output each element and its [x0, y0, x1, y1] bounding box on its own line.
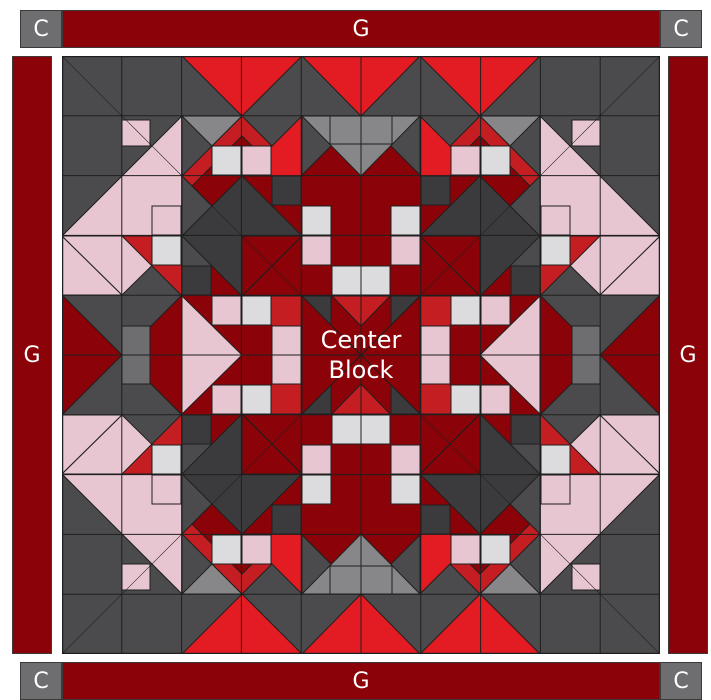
charcoal-square: [272, 176, 301, 205]
pink-corner-square: [122, 564, 150, 590]
charcoal-square: [182, 266, 211, 295]
corner-label: C: [33, 669, 48, 694]
corner-block-top-left: C: [20, 10, 62, 48]
gray-square: [361, 116, 392, 144]
corner-block-bottom-left: C: [20, 662, 62, 700]
pink-square: [391, 445, 420, 474]
light-gray-square: [212, 535, 241, 564]
corner-label: C: [673, 17, 688, 42]
gray-square: [361, 566, 392, 594]
pink-square: [212, 385, 241, 414]
light-gray-square: [212, 146, 241, 175]
pink-corner-square: [572, 564, 600, 590]
corner-block-bottom-right: C: [660, 662, 702, 700]
gray-column: [572, 326, 600, 355]
border-label: G: [23, 343, 40, 368]
light-gray-square: [541, 445, 570, 474]
pink-square: [481, 385, 510, 414]
pink-square: [421, 355, 450, 384]
center-block-diagram: [62, 56, 660, 654]
charcoal-square: [511, 266, 540, 295]
light-gray-square: [361, 266, 390, 295]
charcoal-square: [421, 505, 450, 534]
border-strip-top: G: [62, 10, 660, 48]
light-gray-square: [361, 415, 390, 444]
gray-column: [122, 355, 150, 384]
corner-label: C: [33, 17, 48, 42]
gray-square: [330, 116, 361, 144]
light-gray-square: [302, 475, 331, 504]
light-gray-square: [481, 535, 510, 564]
pink-square: [421, 326, 450, 355]
light-gray-square: [302, 206, 331, 235]
border-label: G: [679, 343, 696, 368]
corner-block-top-right: C: [660, 10, 702, 48]
charcoal-square: [272, 505, 301, 534]
border-label: G: [352, 17, 369, 42]
pink-square: [302, 236, 331, 265]
gray-column: [572, 355, 600, 384]
pink-corner-square: [572, 120, 600, 146]
quilt-seam-lines: [62, 56, 660, 654]
pink-square: [242, 535, 271, 564]
light-gray-square: [391, 206, 420, 235]
pink-corner-square: [122, 120, 150, 146]
light-gray-square: [242, 296, 271, 325]
pink-square: [272, 355, 301, 384]
light-gray-square: [451, 296, 480, 325]
border-strip-bottom: G: [62, 662, 660, 700]
light-gray-square: [152, 445, 181, 474]
light-gray-square: [242, 385, 271, 414]
pink-square: [152, 206, 181, 235]
charcoal-square: [182, 415, 211, 444]
pink-square: [242, 146, 271, 175]
charcoal-square: [421, 176, 450, 205]
pink-square: [451, 146, 480, 175]
pink-square: [152, 475, 181, 504]
pink-square: [451, 535, 480, 564]
light-gray-square: [481, 146, 510, 175]
gray-column: [122, 326, 150, 355]
light-gray-square: [451, 385, 480, 414]
pink-square: [391, 236, 420, 265]
gray-square: [330, 566, 361, 594]
border-strip-left: G: [12, 56, 52, 654]
light-gray-square: [332, 266, 361, 295]
pink-square: [541, 206, 570, 235]
pink-square: [541, 475, 570, 504]
charcoal-square: [511, 415, 540, 444]
light-gray-square: [152, 236, 181, 265]
pink-square: [481, 296, 510, 325]
pink-square: [272, 326, 301, 355]
border-label: G: [352, 669, 369, 694]
light-gray-square: [391, 475, 420, 504]
border-strip-right: G: [668, 56, 708, 654]
corner-label: C: [673, 669, 688, 694]
pink-square: [212, 296, 241, 325]
light-gray-square: [541, 236, 570, 265]
pink-square: [302, 445, 331, 474]
light-gray-square: [332, 415, 361, 444]
